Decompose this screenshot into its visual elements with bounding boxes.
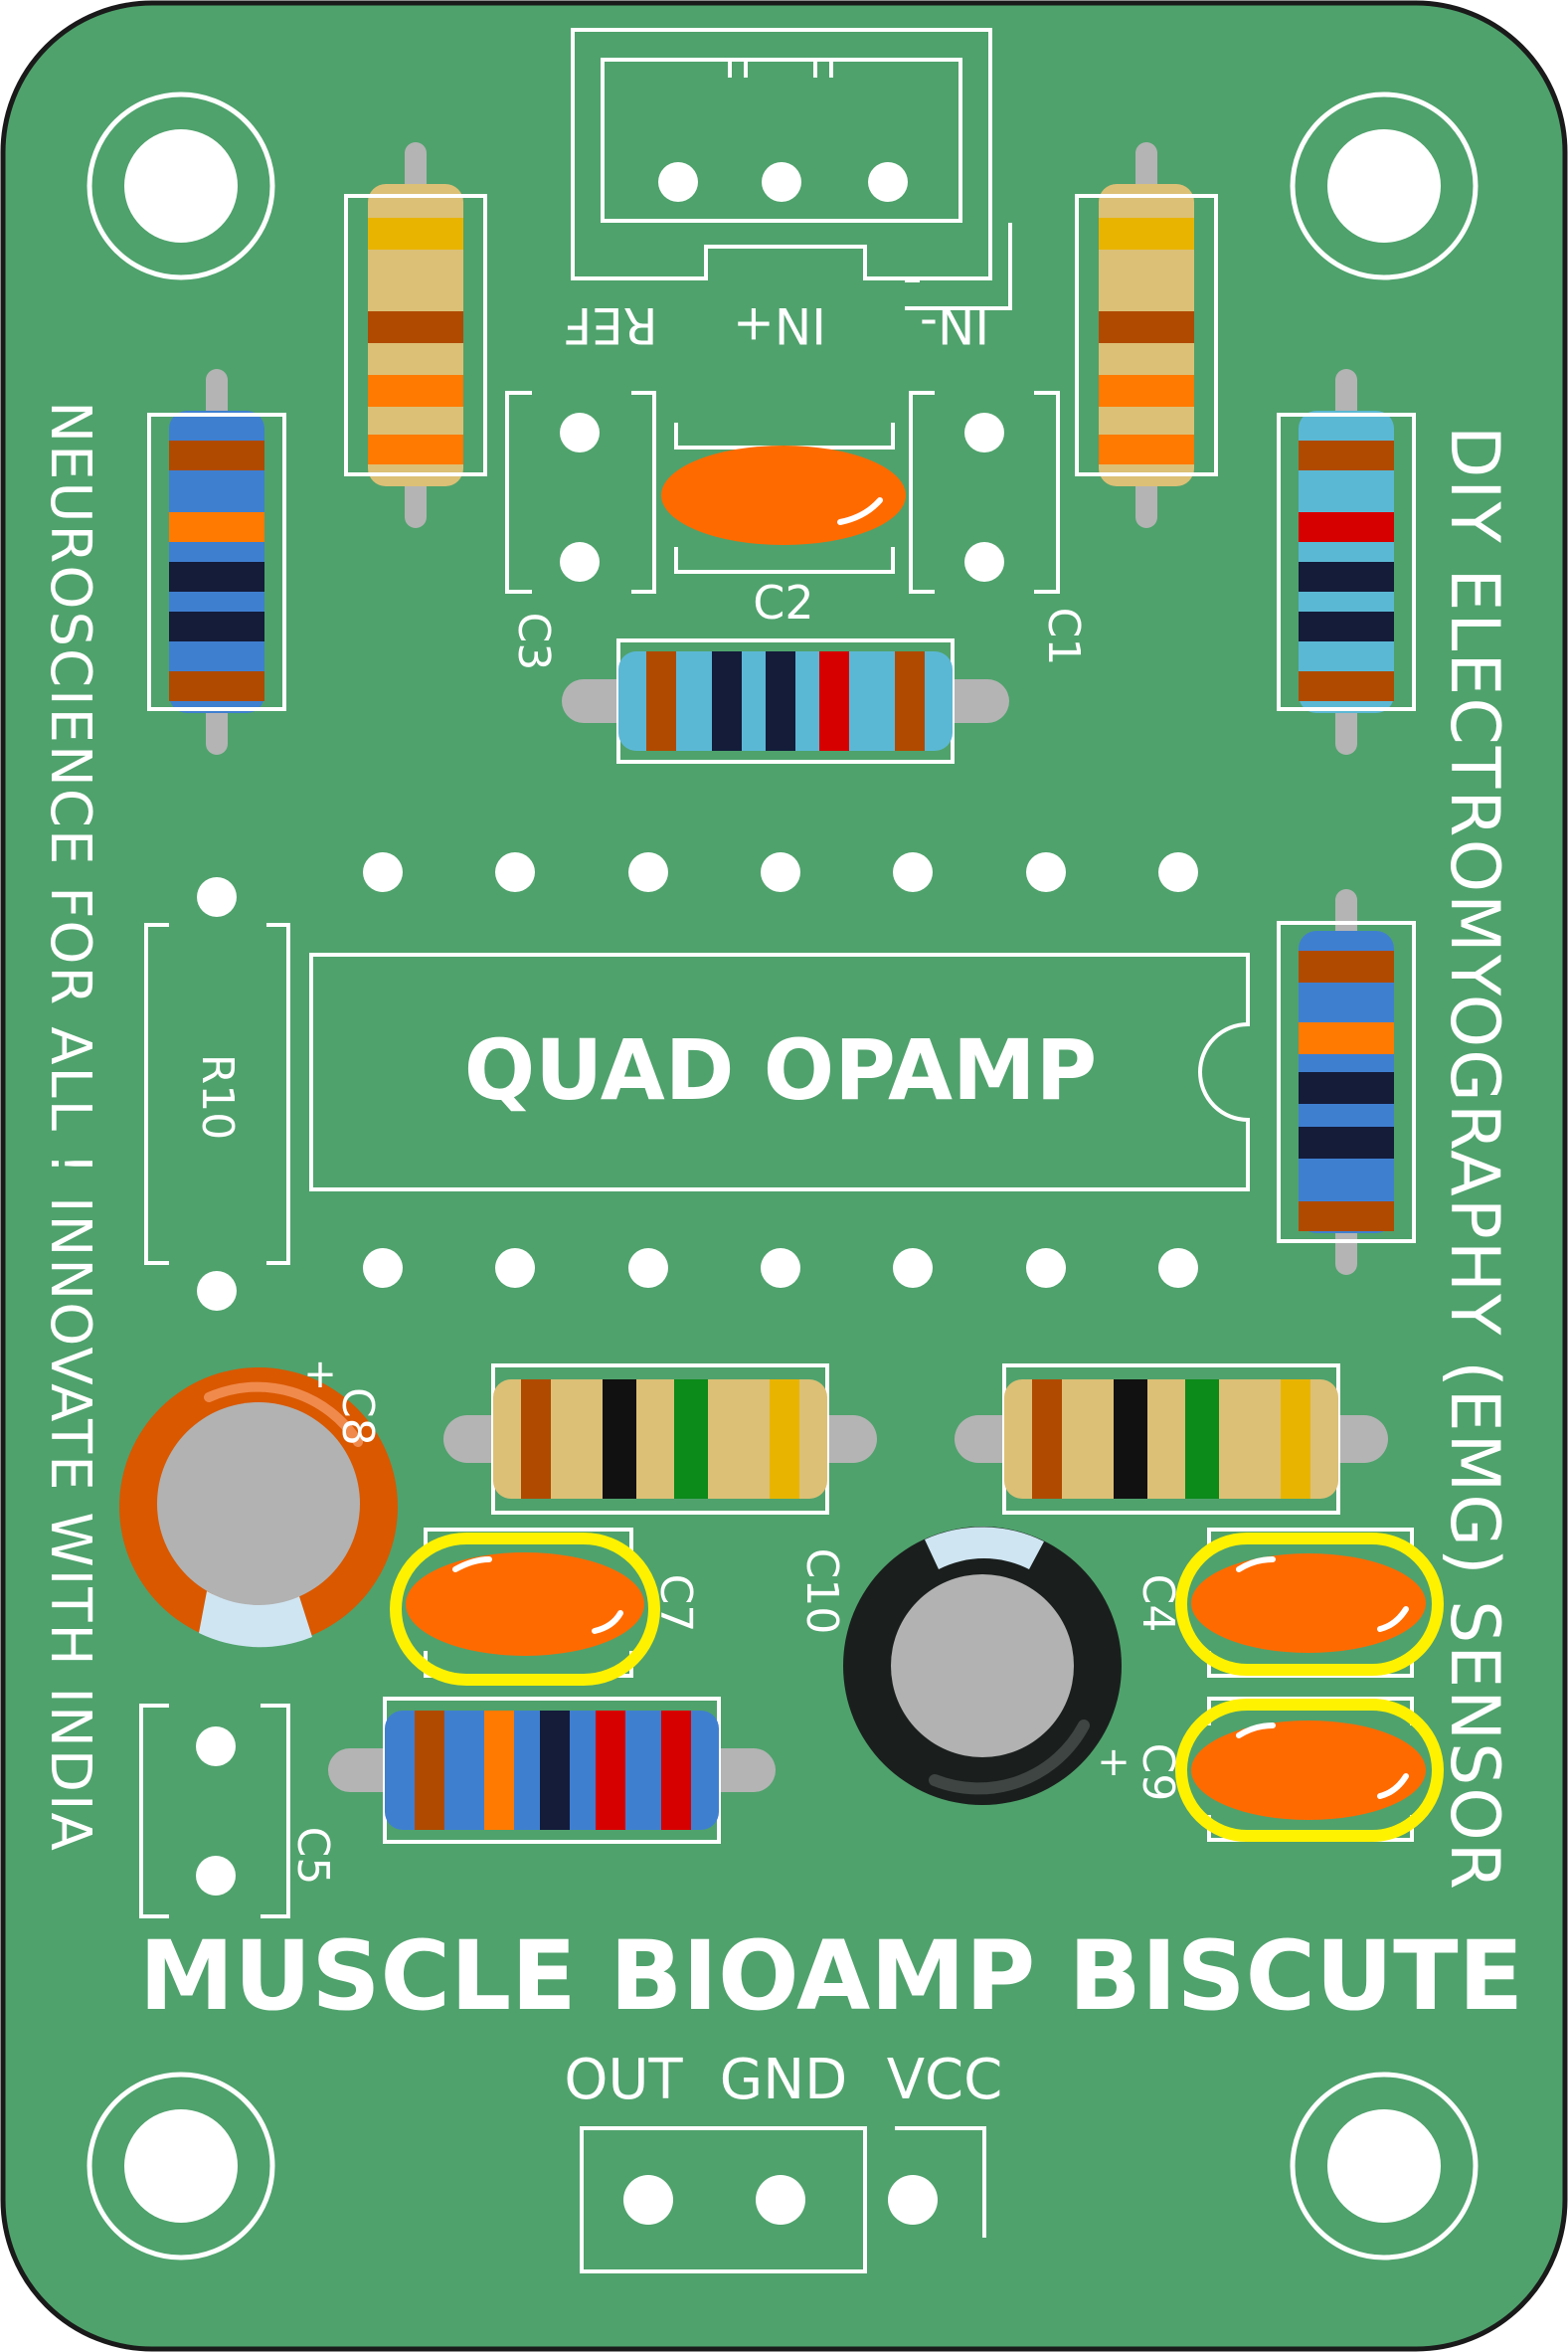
ic-pins [363,852,1198,1288]
capacitor-c5: C5 [139,1704,338,1918]
resistor-r10: R10 [144,877,290,1311]
designator-c10: C10 [796,1548,847,1635]
capacitor-c9: + C9 [1097,1697,1444,1842]
resistor-bottom-blue [328,1697,776,1844]
designator-c4: C4 [1132,1574,1183,1633]
mounting-hole-top-left [87,91,275,280]
input-connector: REF IN+ IN- [563,28,1012,354]
designator-c2: C2 [753,576,813,630]
connector-pin-ref [658,162,698,202]
pin-label-in-minus: IN- [920,296,989,354]
resistor-top-left [344,142,487,528]
capacitor-c7: C7 [390,1528,701,1686]
capacitor-c2: C2 [661,423,906,630]
connector-pin-vcc [888,2175,938,2225]
resistor-right-blue [1277,889,1416,1275]
designator-c5: C5 [287,1827,338,1886]
designator-c1: C1 [1038,608,1089,666]
designator-c3: C3 [508,613,559,671]
resistor-top-right [1075,142,1218,528]
resistor-middle-left [443,1363,877,1515]
connector-pin-out [623,2175,673,2225]
plus-sign-c8: + [303,1352,337,1397]
pin-label-ref: REF [563,296,657,354]
pin-label-in-plus: IN+ [733,296,826,354]
plus-sign-c9: + [1097,1739,1131,1785]
capacitor-c10: C10 [796,1527,1122,1805]
connector-pin-in-minus [868,162,908,202]
quad-opamp-ic: QUAD OPAMP [309,953,1250,1191]
output-connector [580,2126,986,2273]
resistor-right-lightblue [1277,369,1416,755]
connector-pin-gnd [756,2175,805,2225]
pin-label-gnd: GND [720,2048,847,2112]
mounting-hole-bottom-left [87,2072,275,2261]
ic-label: QUAD OPAMP [464,1021,1097,1119]
pin-label-vcc: VCC [887,2048,1003,2112]
side-text-right: DIY ELECTROMYOGRAPHY (EMG) SENSOR [1435,426,1513,1892]
mounting-hole-top-right [1290,91,1479,280]
mounting-hole-bottom-right [1290,2072,1479,2261]
designator-c8: C8 [332,1387,383,1446]
pin-label-out: OUT [564,2048,683,2112]
side-text-left: NEUROSCIENCE FOR ALL ! INNOVATE WITH IND… [38,401,102,1853]
capacitor-c3: C3 [505,391,656,671]
designator-c7: C7 [650,1574,701,1633]
connector-pin-in-plus [762,162,801,202]
designator-c9: C9 [1132,1743,1183,1802]
capacitor-c8: + C8 [119,1352,398,1648]
board-title: MUSCLE BIOAMP BISCUTE [139,1920,1523,2032]
capacitor-c4: C4 [1132,1528,1444,1678]
capacitor-c1: C1 [909,391,1089,666]
designator-r10: R10 [192,1054,243,1141]
resistor-left-blue [147,369,286,755]
resistor-middle-right [955,1363,1388,1515]
resistor-center-lightblue [562,638,1009,764]
